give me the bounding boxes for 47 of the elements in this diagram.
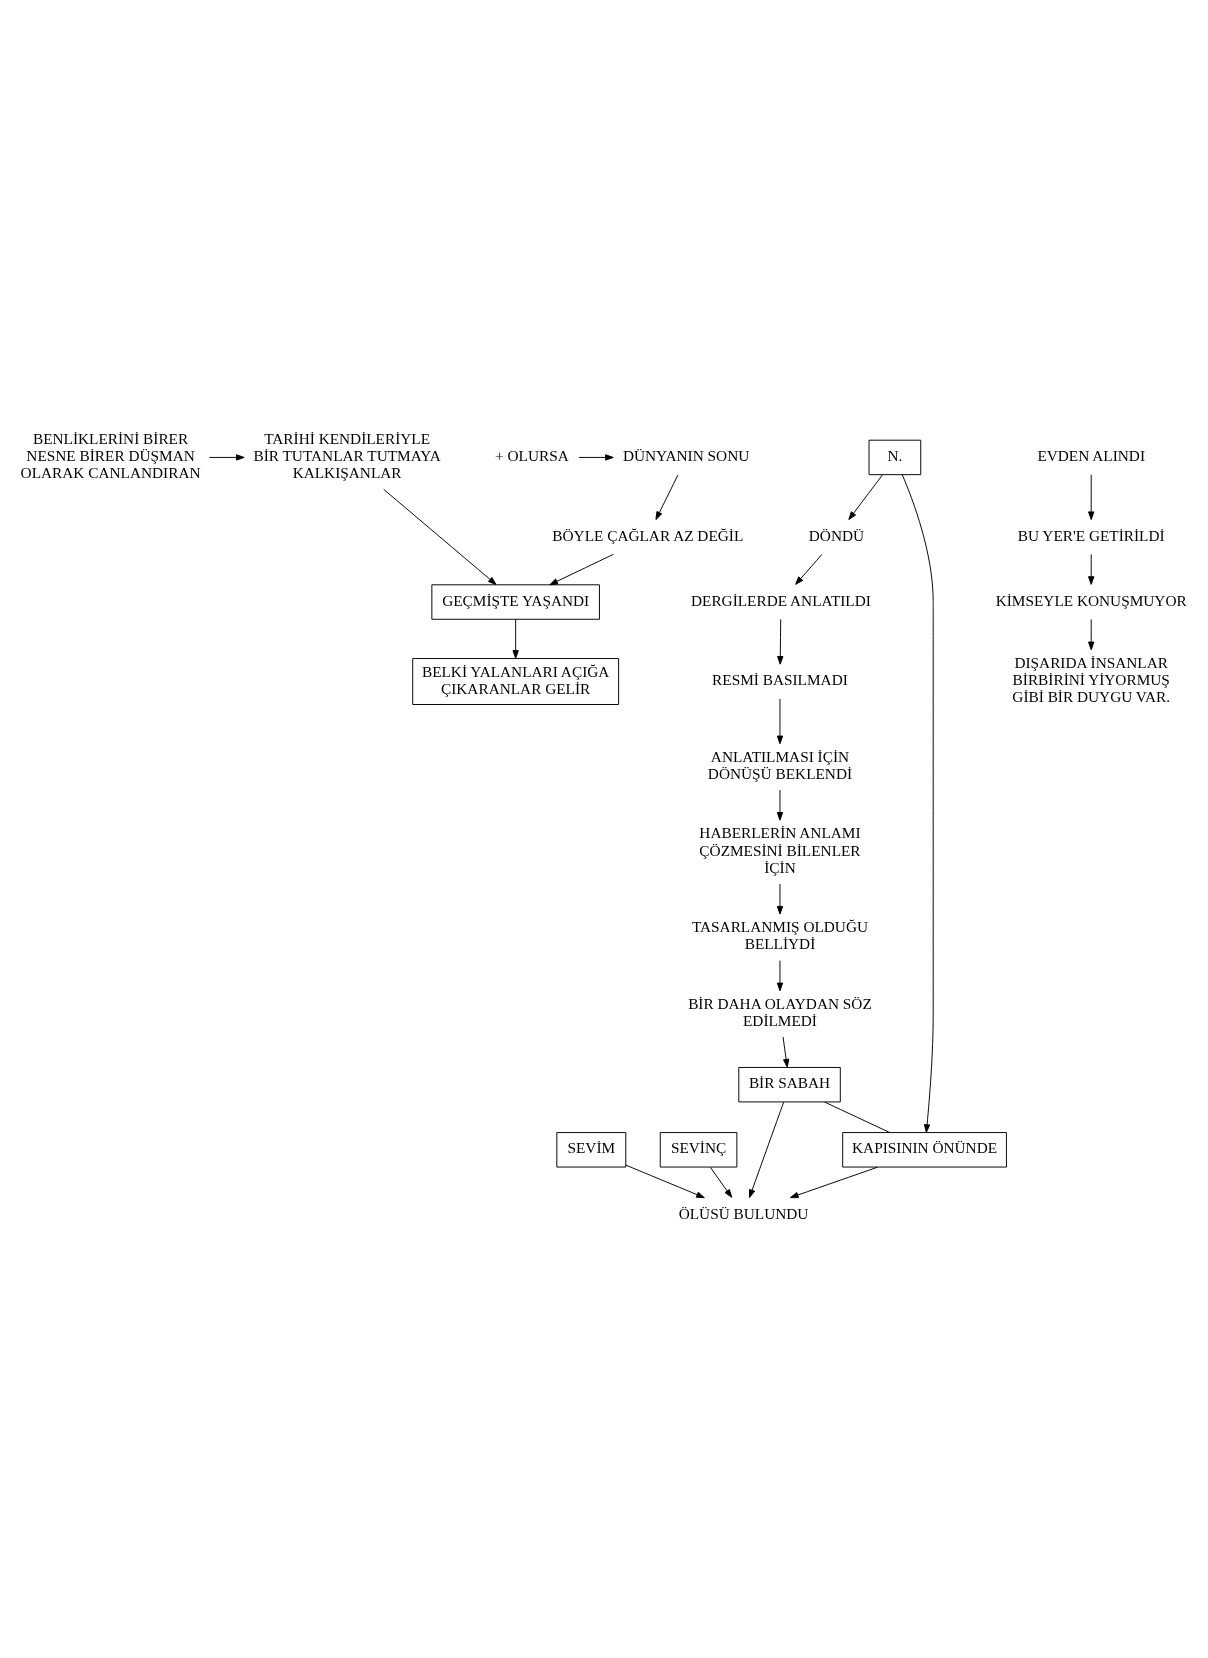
arrow [655, 474, 679, 520]
arrow [512, 618, 519, 659]
node-box: SEVİNÇ [659, 1132, 738, 1168]
node-box: KAPISININ ÖNÜNDE [842, 1132, 1007, 1168]
arrow [776, 883, 784, 915]
node-box: BELKİ YALANLARI AÇIĞA ÇIKARANLAR GELİR [412, 658, 620, 705]
arrow [789, 1166, 878, 1199]
node-text: RESMİ BASILMADI [712, 671, 848, 689]
node-box: BİR SABAH [738, 1066, 841, 1103]
node-box: SEVİM [556, 1132, 627, 1168]
arrow [776, 789, 784, 821]
arrow [208, 454, 245, 461]
arrow [1088, 618, 1095, 651]
node-text: TARİHİ KENDİLERİYLE BİR TUTANLAR TUTMAYA KALKIŞANLAR [253, 429, 441, 482]
arrow [625, 1164, 705, 1199]
arrow [549, 553, 614, 586]
arrow [901, 474, 934, 1133]
arrow [749, 1101, 785, 1198]
node-text: DIŞARIDA İNSANLAR BİRBİRİNİ YİYORMUŞ GİBİ BİR DUYGU VAR. [1012, 653, 1171, 706]
arrow [795, 554, 823, 585]
node-text: DÖNDÜ [808, 526, 865, 544]
node-box: GEÇMİŞTE YAŞANDI [431, 584, 600, 620]
arrow [848, 474, 883, 520]
arrow [777, 618, 784, 665]
node-text: ANLATILMASI İÇİN DÖNÜŞÜ BEKLENDİ [707, 747, 853, 783]
node-text: HABERLERİN ANLAMI ÇÖZMESİNİ BİLENLER İÇİN [699, 824, 861, 876]
arrow [782, 1036, 790, 1068]
node-text: KİMSEYLE KONUŞMUYOR [995, 591, 1187, 609]
node-box: N. [868, 439, 922, 476]
arrow [1088, 474, 1095, 520]
node-text: DÜNYANIN SONU [622, 447, 750, 465]
node-text: EVDEN ALINDI [1037, 447, 1145, 465]
node-text: BENLİKLERİNİ BİRER NESNE BİRER DÜŞMAN OLARAK CANLANDIRAN [20, 429, 201, 482]
arrow [776, 698, 784, 745]
node-text: TASARLANMIŞ OLDUĞU BELLİYDİ [691, 918, 869, 953]
node-text: BU YER'E GETİRİLDİ [1017, 526, 1165, 544]
node-text: + OLURSA [495, 447, 569, 465]
arrow [383, 488, 497, 585]
node-text: BİR DAHA OLAYDAN SÖZ EDİLMEDİ [688, 994, 872, 1030]
node-text: ÖLÜSÜ BULUNDU [678, 1204, 809, 1222]
arrow [709, 1166, 733, 1198]
connector [824, 1101, 891, 1133]
arrow [578, 454, 614, 461]
node-text: BÖYLE ÇAĞLAR AZ DEĞİL [552, 526, 744, 544]
arrow [1088, 554, 1095, 585]
arrow [776, 960, 784, 992]
node-text: DERGİLERDE ANLATILDI [690, 591, 871, 609]
